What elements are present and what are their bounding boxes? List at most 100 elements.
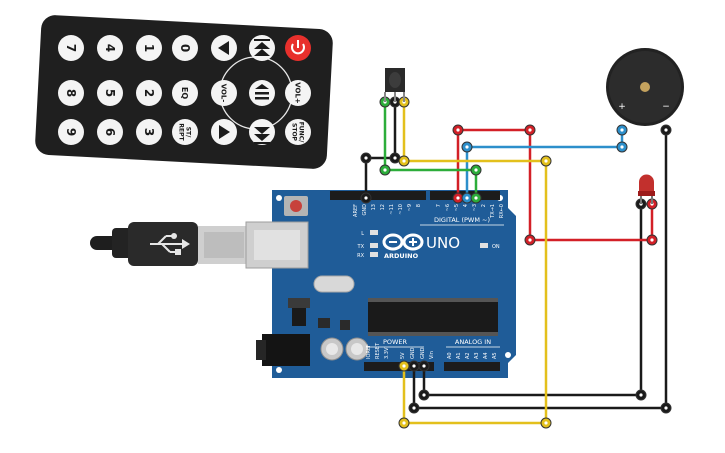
remote-key[interactable]: [58, 35, 84, 61]
led-rx: [370, 252, 378, 257]
red-led: [638, 174, 655, 204]
digital-header-left: [330, 191, 426, 200]
wire-node-dot: [620, 128, 624, 132]
key-label: VOL+: [294, 82, 302, 104]
led-on-label: ON: [492, 244, 500, 250]
pin-label: RESET: [375, 342, 381, 359]
power-icon: [291, 43, 305, 55]
remote-key[interactable]: [58, 119, 84, 145]
pin-label: A1: [456, 352, 462, 359]
key-label: 1: [142, 44, 156, 52]
wire-node-dot: [474, 196, 478, 200]
wire-node-dot: [650, 238, 654, 242]
pin-label: 8: [416, 204, 422, 207]
pin-label: A0: [447, 352, 453, 359]
buzzer-minus-label: −: [662, 102, 670, 112]
buzzer-plus-label: +: [618, 102, 626, 112]
remote-key[interactable]: [136, 80, 162, 106]
pin-label: 7: [436, 204, 442, 207]
arduino-logo-icon: [382, 233, 424, 251]
wire-node-dot: [402, 421, 406, 425]
piezo-buzzer: + −: [606, 48, 684, 126]
pin-label: IOREF: [366, 344, 372, 359]
wire-node-dot: [364, 156, 368, 160]
key-label: 3: [142, 128, 156, 136]
wire-node-dot: [456, 196, 460, 200]
wire-node-dot: [528, 238, 532, 242]
led-on: [480, 243, 488, 248]
wire-green-receiver-signal: [383, 102, 478, 198]
wire-black-ground-rail: [422, 204, 643, 397]
play-pause-icon: [255, 84, 269, 89]
pin-label: ~9: [407, 204, 413, 211]
pin-label: TX→1: [490, 204, 496, 219]
wire-node-dot: [544, 421, 548, 425]
key-label: ST/: [184, 127, 191, 138]
remote-key[interactable]: [136, 35, 162, 61]
digital-label: DIGITAL (PWM ~): [434, 216, 490, 224]
prev-icon: [218, 41, 229, 55]
wire-node-dot: [422, 393, 426, 397]
remote-key[interactable]: [58, 80, 84, 106]
wire-node-dot: [544, 159, 548, 163]
board-model: UNO: [426, 234, 460, 252]
double-arrow-up-icon: [254, 42, 270, 49]
pin-label: Vin: [429, 351, 435, 359]
wire-node-dot: [412, 406, 416, 410]
wire-node-dot: [465, 196, 469, 200]
analog-in-label: ANALOG IN: [455, 338, 491, 346]
wire-node-dot: [639, 393, 643, 397]
ir-receiver: [384, 68, 405, 102]
remote-key[interactable]: [172, 119, 198, 145]
wire-node-dot: [620, 145, 624, 149]
led-tx: [370, 243, 378, 248]
pin-label: ~6: [445, 204, 451, 211]
pin-label: 13: [371, 204, 377, 210]
key-label: 2: [142, 89, 156, 97]
remote-key[interactable]: [97, 80, 123, 106]
pin-label: GND: [362, 204, 368, 216]
pin-label: 12: [380, 204, 386, 210]
func-stop-button[interactable]: [285, 119, 311, 145]
remote-key[interactable]: [97, 35, 123, 61]
vol-minus-button[interactable]: [211, 80, 237, 106]
vol-plus-button[interactable]: [285, 80, 311, 106]
power-label: POWER: [383, 338, 408, 346]
key-label: 8: [64, 89, 78, 97]
wire-black-receiver-gnd: [364, 102, 397, 198]
led-l: [370, 230, 378, 235]
analog-header: [444, 362, 500, 371]
remote-key[interactable]: [172, 80, 198, 106]
wire-nodes: [360, 96, 672, 429]
key-label: 0: [178, 44, 192, 52]
wire-node-dot: [465, 145, 469, 149]
wire-node-dot: [456, 128, 460, 132]
wires: [364, 102, 668, 425]
wire-node-dot: [422, 364, 426, 368]
wire-blue-buzzer-plus: [465, 130, 624, 198]
key-label: 7: [64, 44, 78, 52]
key-label: 6: [103, 128, 117, 136]
wire-node-dot: [412, 364, 416, 368]
key-label: 9: [64, 128, 78, 136]
remote-key[interactable]: [172, 35, 198, 61]
key-label: FUNC/: [297, 122, 304, 143]
wire-black-buzzer-gnd: [412, 130, 668, 410]
remote-key[interactable]: [97, 119, 123, 145]
wire-node-dot: [402, 364, 406, 368]
led-tx-label: TX: [357, 244, 365, 250]
pin-label: 4: [463, 204, 469, 207]
key-label: REPT: [177, 123, 184, 141]
pin-label: RX←0: [499, 204, 505, 218]
key-label: 4: [103, 44, 117, 52]
remote-key[interactable]: [136, 119, 162, 145]
pin-label: A2: [465, 352, 471, 359]
pin-label: A5: [492, 352, 498, 359]
power-jack: [262, 334, 310, 366]
wire-node-dot: [474, 168, 478, 172]
pin-label: AREF: [353, 204, 359, 217]
